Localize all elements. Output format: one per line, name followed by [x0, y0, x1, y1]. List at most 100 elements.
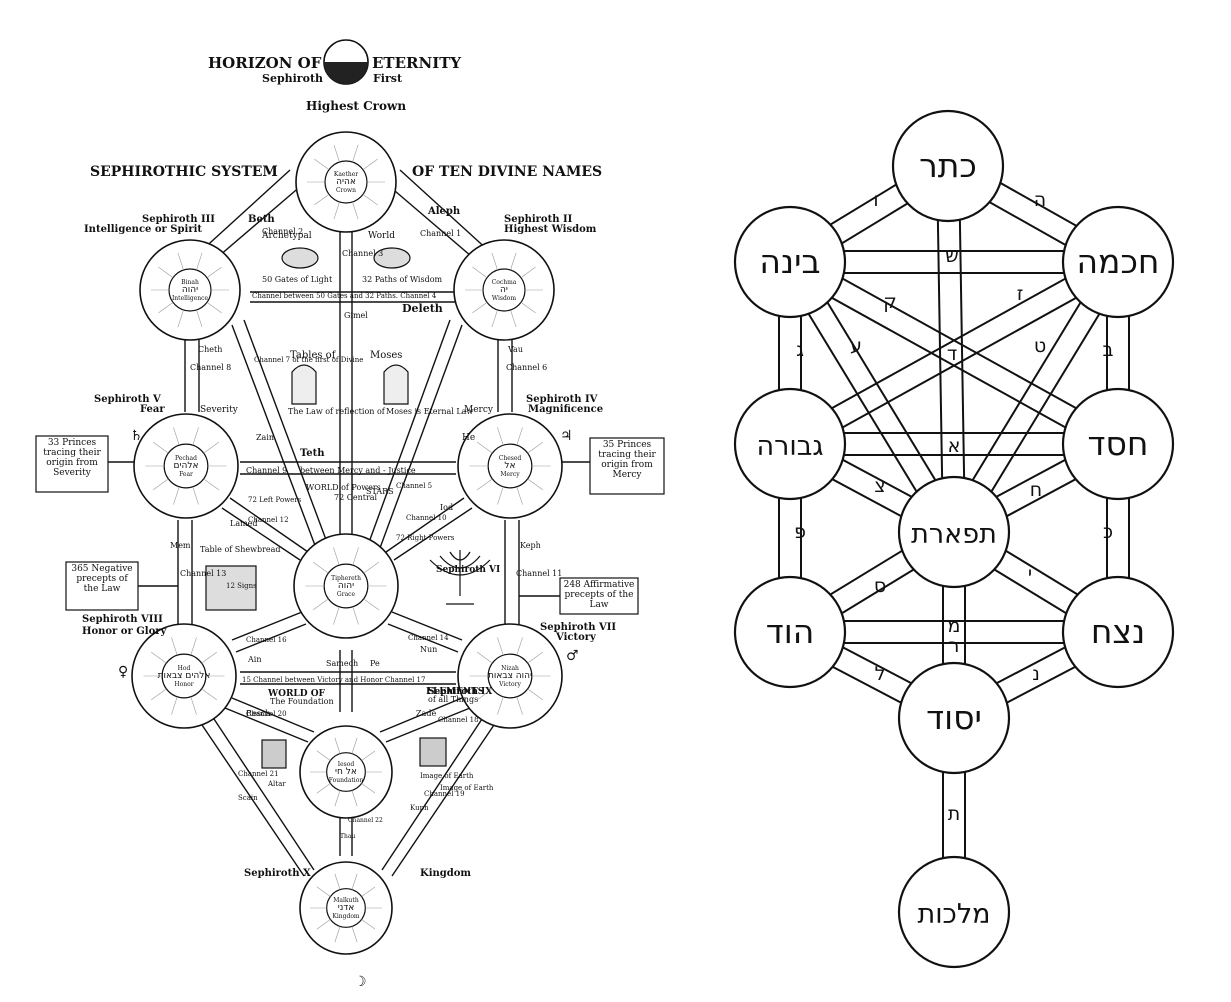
sephira-name: חסד: [1088, 424, 1149, 463]
tablet-right-icon: [383, 364, 409, 405]
channel-label: 15 Channel between Victory and Honor Cha…: [242, 676, 425, 684]
channel-label: Channel 3: [342, 249, 383, 258]
channel-label: Channel 13: [180, 569, 226, 578]
path-rail: [794, 270, 1124, 455]
channel-label: World: [368, 231, 395, 241]
sephira-divider: [177, 309, 184, 328]
box-right-bottom: 248 Affirmative precepts of the Law: [563, 580, 635, 610]
channel-label: 72 Right Powers: [396, 534, 455, 542]
sephira-inner-label: Victory: [498, 681, 521, 688]
box-left-bottom: 365 Negative precepts of the Law: [71, 564, 133, 594]
path-letter: א: [948, 435, 961, 457]
channel-label: WORLD OF: [267, 689, 326, 699]
sephira-divider: [472, 266, 488, 278]
mars-icon: ♂: [566, 648, 579, 664]
channel-label: Fear: [140, 404, 165, 415]
sephira-divider: [527, 688, 543, 701]
channel-label: Channel 19: [424, 790, 465, 798]
channel-label: Moses is Eternal Law: [386, 407, 473, 416]
channel-label: Highest Wisdom: [504, 224, 597, 235]
sephira-inner-label: Iesod: [338, 761, 355, 768]
sephira-divider: [497, 696, 504, 715]
path-letter: מ: [948, 615, 961, 637]
sephira-inner-label: אל: [504, 461, 515, 471]
channel-label: Channel 11: [516, 569, 562, 578]
sephira-inner-label: Wisdom: [492, 295, 517, 302]
sephira-name: הוד: [766, 612, 815, 651]
sephira-inner-label: Malkuth: [333, 897, 359, 904]
sephira-inner-label: אלהים צבאות: [158, 671, 211, 681]
channel-label: Channel 22: [348, 817, 383, 824]
sephira-divider: [192, 486, 199, 505]
channel-label: Mem: [170, 541, 191, 550]
sephira-divider: [158, 302, 174, 314]
channel-label: Samech: [326, 659, 358, 668]
channel-label: Scain: [238, 794, 258, 802]
sephira-divider: [203, 441, 219, 454]
path-letter: ק: [883, 291, 896, 313]
path-rail: [784, 270, 1114, 455]
path-letter: ס: [874, 575, 886, 597]
channel-label: Sephiroth II: [504, 214, 573, 225]
channel-label: Sephiroth VI: [436, 565, 500, 575]
sephira-divider: [527, 478, 543, 491]
sephira-name: בינה: [759, 242, 820, 281]
sephira-divider: [351, 873, 358, 890]
sephira-divider: [351, 737, 358, 754]
horizon-sub-left: Sephiroth: [262, 72, 323, 85]
sephira-circle: [1061, 387, 1175, 501]
sephira-divider: [171, 696, 178, 715]
sephira-divider: [352, 201, 359, 220]
sephira-divider: [334, 790, 341, 807]
path-letter: ל: [875, 663, 886, 685]
sephirothic-system-diagram: HORIZON OF ETERNITY Sephiroth First High…: [35, 39, 665, 990]
sephira-divider: [206, 266, 222, 278]
sephira-inner-label: אהיה: [336, 177, 356, 187]
channel-label: Iod: [440, 503, 453, 512]
saturn-icon: ♄: [130, 428, 143, 444]
channel-label: 50 Gates of Light: [262, 275, 333, 284]
sephira-name: חכמה: [1077, 242, 1160, 281]
path-letter: ה: [1034, 189, 1046, 211]
sephira-divider: [477, 688, 493, 701]
sephira-divider: [190, 637, 197, 656]
path-letter: ת: [948, 803, 961, 825]
system-title-right: OF TEN DIVINE NAMES: [412, 164, 602, 180]
sephira-divider: [153, 478, 169, 491]
channel-label: Image of Earth: [420, 772, 474, 780]
channel-label: Magnificence: [528, 404, 603, 415]
sephira-inner-label: Chesed: [499, 455, 522, 462]
left-channels: [108, 169, 590, 877]
channel-label: Moses: [370, 350, 402, 361]
sephira-name: כתר: [919, 146, 977, 185]
cherub-left-icon: [281, 247, 319, 269]
sephira-divider: [352, 547, 359, 566]
sephira-divider: [497, 427, 504, 446]
sephira-circle: [1061, 575, 1175, 689]
sephira-node-tiferet: תפארת: [897, 475, 1011, 589]
sephira-divider: [510, 252, 517, 271]
path-letter: צ: [874, 475, 885, 497]
channel-label: 32 Paths of Wisdom: [362, 275, 443, 284]
sephira-divider: [177, 252, 184, 271]
channel-label: STARS: [366, 487, 394, 496]
altar-right-icon: [419, 737, 447, 767]
sephira-divider: [314, 194, 330, 206]
path-letter: פ: [794, 521, 806, 543]
sephira-divider: [201, 651, 217, 664]
path-rail: [957, 165, 966, 532]
sephira-circle: [897, 661, 1011, 775]
sephira-divider: [151, 688, 167, 701]
sephira-divider: [363, 598, 379, 611]
channel-label: Severity: [200, 405, 239, 415]
channel-label: Zain: [256, 433, 274, 442]
path-letter: ז: [1017, 283, 1024, 305]
box-left-top: 33 Princes tracing their origin from Sev…: [43, 438, 101, 478]
horizon-title-right: ETERNITY: [372, 54, 461, 72]
